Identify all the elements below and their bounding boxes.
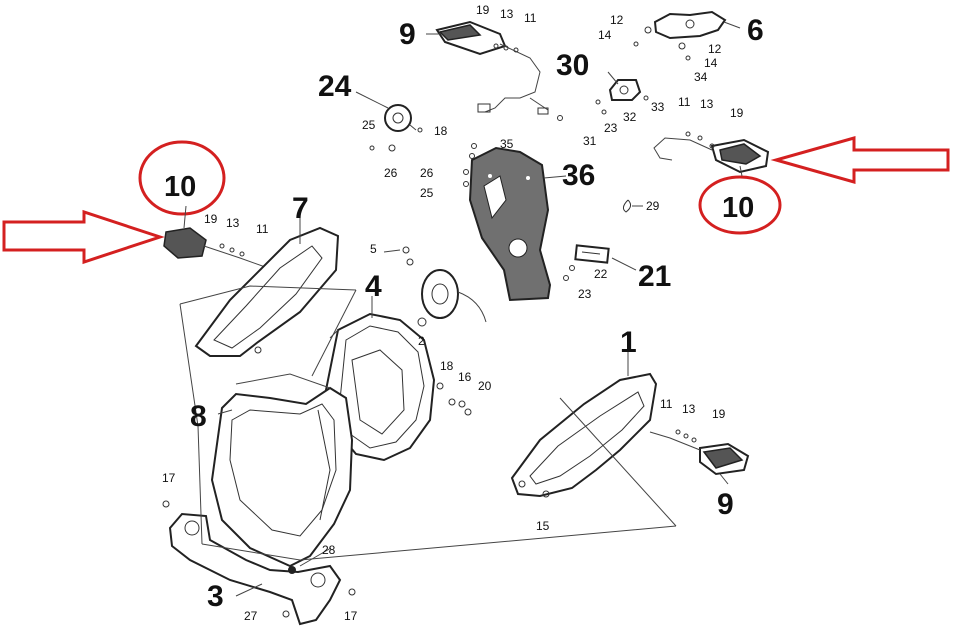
label-11-right: 11 <box>678 95 691 109</box>
part-36-gasket <box>468 146 552 302</box>
part-4-headlight <box>324 312 436 462</box>
part-9-bottom-indicator <box>649 431 750 476</box>
part-9-top-indicator <box>435 20 549 115</box>
label-9-top: 9 <box>399 18 416 51</box>
assembly-guide-lines <box>179 285 677 561</box>
label-15: 15 <box>536 519 550 533</box>
leader-lines <box>183 21 743 597</box>
highlight-callouts <box>2 136 950 265</box>
part-3-bracket <box>168 512 342 626</box>
part-labels: 9 6 30 24 36 7 4 21 1 8 9 3 10 10 19 13 … <box>162 3 764 623</box>
label-35: 35 <box>500 137 514 151</box>
label-17-right: 17 <box>344 609 358 623</box>
label-14-a: 14 <box>598 28 612 42</box>
label-27: 27 <box>244 609 258 623</box>
label-10-left: 10 <box>164 171 196 203</box>
part-10-left-indicator <box>163 227 283 273</box>
part-1-right-panel <box>510 372 658 498</box>
highlight-arrow-left <box>2 209 165 265</box>
label-25-b: 25 <box>420 186 434 200</box>
part-8-front-fairing <box>210 386 354 568</box>
label-19-right: 19 <box>730 106 744 120</box>
label-24: 24 <box>318 70 352 103</box>
label-18-mid: 18 <box>440 359 454 373</box>
label-11-top: 11 <box>524 11 537 25</box>
highlight-arrow-right <box>770 136 950 184</box>
label-17-left: 17 <box>162 471 176 485</box>
label-34: 34 <box>694 70 708 84</box>
part-30-bracket <box>595 79 649 115</box>
label-13-top: 13 <box>500 7 514 21</box>
screws-cluster <box>463 115 563 187</box>
label-12-b: 12 <box>708 42 722 56</box>
label-19-bottom: 19 <box>712 407 726 421</box>
label-9-bottom: 9 <box>717 488 734 521</box>
label-5: 5 <box>370 242 377 256</box>
label-29: 29 <box>646 199 660 213</box>
label-3: 3 <box>207 580 224 613</box>
part-2-bulb <box>417 269 487 327</box>
label-31: 31 <box>583 134 597 148</box>
label-1: 1 <box>620 326 637 359</box>
label-32: 32 <box>623 110 637 124</box>
label-23-top: 23 <box>604 121 618 135</box>
part-6-plate <box>633 10 727 61</box>
part-24-switch <box>369 104 423 152</box>
label-13-right: 13 <box>700 97 714 111</box>
label-30: 30 <box>556 49 589 82</box>
label-13-left: 13 <box>226 216 240 230</box>
label-16: 16 <box>458 370 472 384</box>
label-25-a: 25 <box>362 118 376 132</box>
label-22: 22 <box>594 267 608 281</box>
label-26-b: 26 <box>420 166 434 180</box>
label-11-bottom: 11 <box>660 397 673 411</box>
label-6: 6 <box>747 14 764 47</box>
part-29-clip <box>622 199 632 213</box>
label-20: 20 <box>478 379 492 393</box>
label-13-bottom: 13 <box>682 402 696 416</box>
highlight-circle-right <box>698 175 782 235</box>
label-18-top: 18 <box>434 124 448 138</box>
highlight-circle-left <box>138 140 226 216</box>
label-23-bottom: 23 <box>578 287 592 301</box>
small-fasteners <box>162 43 715 618</box>
label-21: 21 <box>638 260 671 293</box>
part-10-right-indicator <box>653 137 770 174</box>
part-7-left-panel <box>194 226 340 357</box>
label-4: 4 <box>365 270 382 303</box>
label-10-right: 10 <box>722 192 754 224</box>
label-19-left: 19 <box>204 212 218 226</box>
label-14-b: 14 <box>704 56 718 70</box>
label-19-top: 19 <box>476 3 490 17</box>
label-2: 2 <box>418 334 425 348</box>
label-36: 36 <box>562 159 595 192</box>
label-8: 8 <box>190 400 207 433</box>
label-33: 33 <box>651 100 665 114</box>
label-28: 28 <box>322 543 336 557</box>
label-12-a: 12 <box>610 13 624 27</box>
label-26-a: 26 <box>384 166 398 180</box>
part-21-plate <box>563 244 610 281</box>
label-7: 7 <box>292 192 309 225</box>
label-11-left: 11 <box>256 222 269 236</box>
